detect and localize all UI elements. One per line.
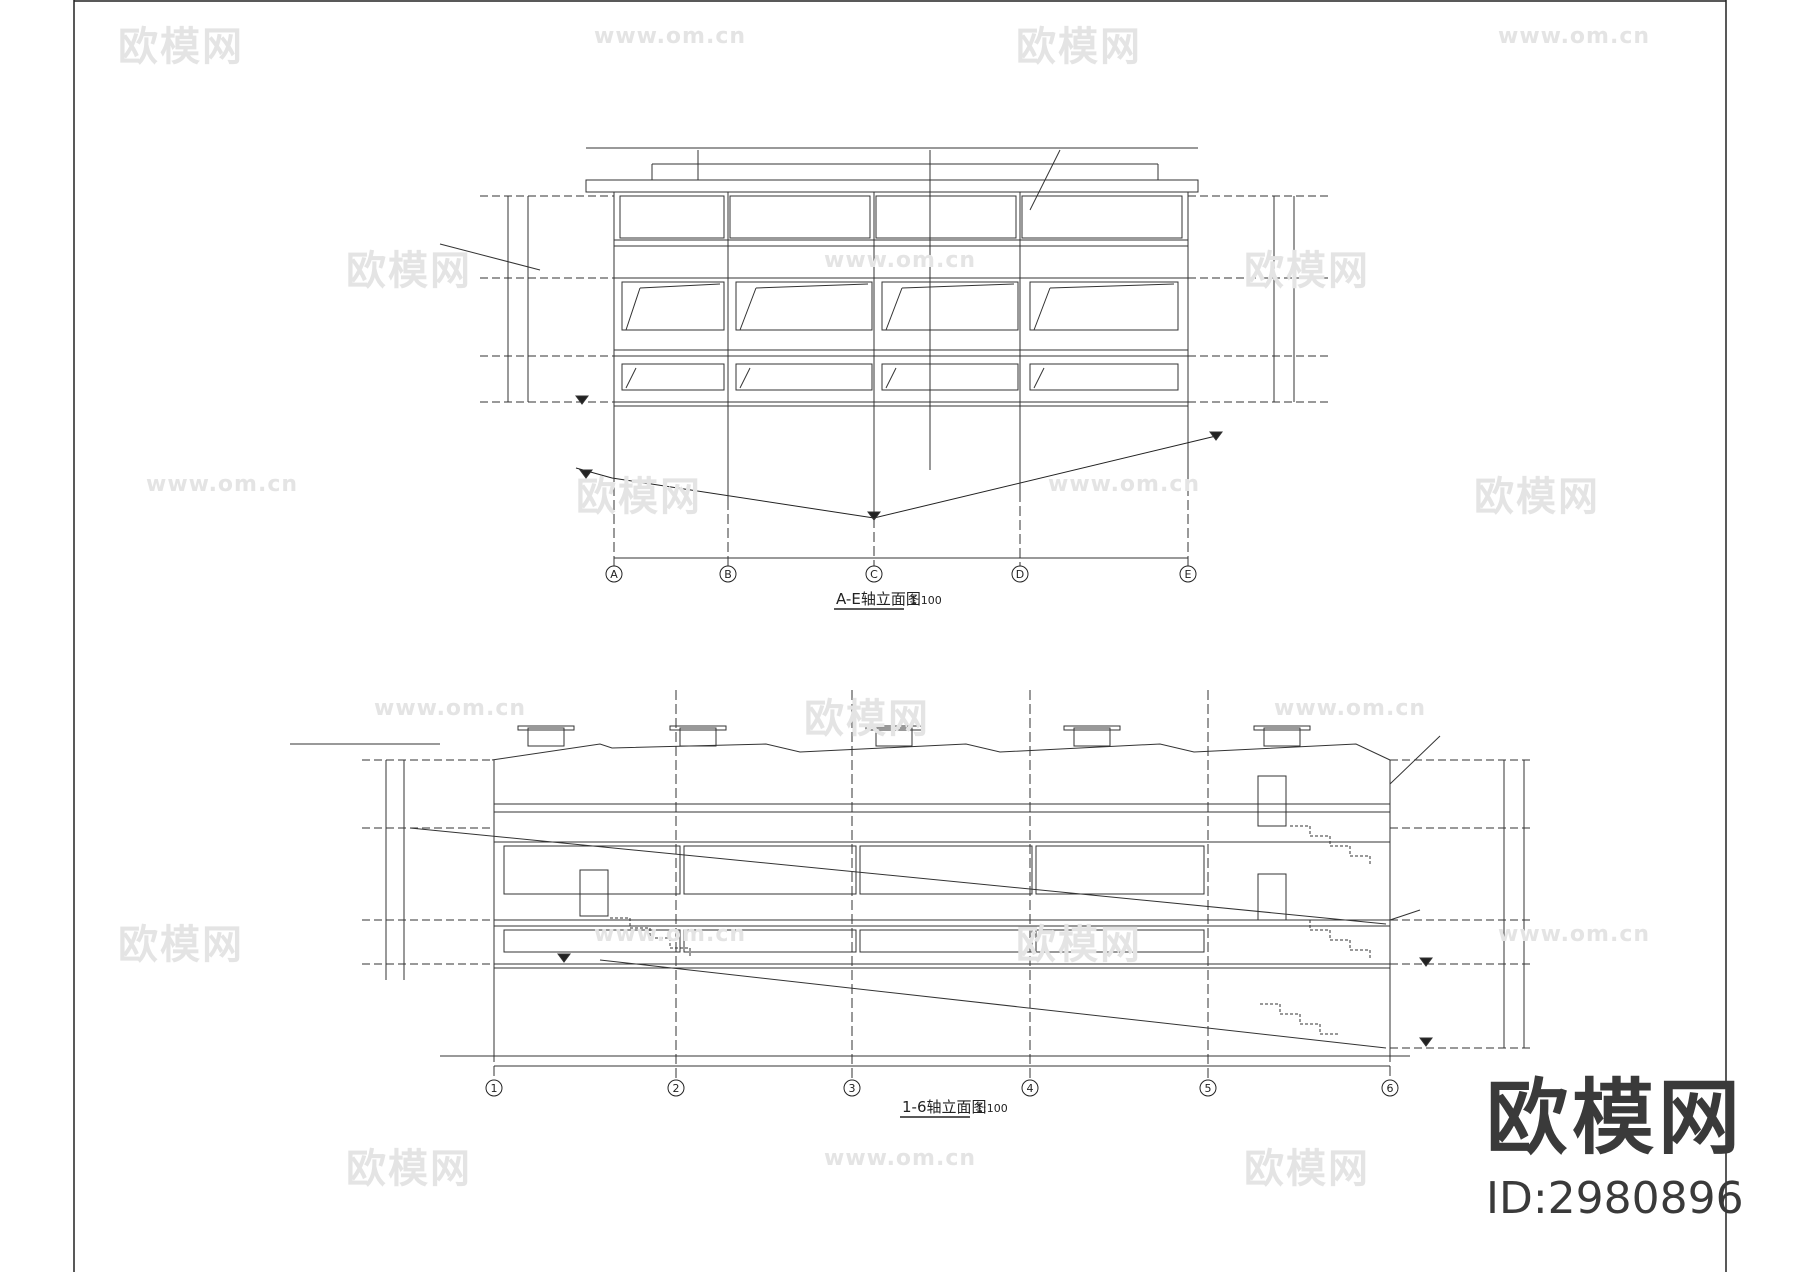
elevation-16-title: 1-6轴立面图 1:100 — [900, 1098, 1008, 1118]
axis-16-bubble-2 — [667, 1079, 685, 1097]
axis-16-label-5: 5 — [1205, 1082, 1212, 1095]
elevation-ae-scale-text: 1:100 — [910, 594, 942, 607]
axis-ae-bubble-E — [1179, 565, 1197, 583]
axis-16-label-4: 4 — [1027, 1082, 1034, 1095]
brand-logo: 欧模网 ID:2980896 — [1486, 1078, 1744, 1227]
axis-16-bubble-6 — [1381, 1079, 1399, 1097]
axis-ae-bubble-A — [605, 565, 623, 583]
elevation-16-scale-text: 1:100 — [976, 1102, 1008, 1115]
axis-16-bubble-5 — [1199, 1079, 1217, 1097]
axis-16-bubble-3 — [843, 1079, 861, 1097]
axis-ae-label-E: E — [1185, 568, 1192, 581]
axis-ae-label-C: C — [870, 568, 878, 581]
axis-16-label-2: 2 — [673, 1082, 680, 1095]
axis-ae-bubble-D — [1011, 565, 1029, 583]
axis-16-label-6: 6 — [1387, 1082, 1394, 1095]
axis-16-label-3: 3 — [849, 1082, 856, 1095]
axis-ae-bubble-B — [719, 565, 737, 583]
brand-id: ID:2980896 — [1485, 1173, 1744, 1224]
axis-ae-label-A: A — [610, 568, 618, 581]
elevation-ae-title-text: A-E轴立面图 — [836, 590, 921, 608]
sheet-frame — [73, 0, 1727, 1272]
elevation-16-drawing — [290, 690, 1530, 1090]
axis-16-label-1: 1 — [491, 1082, 498, 1095]
axis-bubbles-ae: A B C D E — [605, 565, 1197, 583]
axis-ae-label-B: B — [724, 568, 732, 581]
axis-16-bubble-1 — [485, 1079, 503, 1097]
axis-ae-label-D: D — [1016, 568, 1024, 581]
elevation-16-title-text: 1-6轴立面图 — [902, 1098, 987, 1116]
axis-bubbles-16: 1 2 3 4 5 6 — [485, 1079, 1399, 1097]
elevation-ae-title: A-E轴立面图 1:100 — [834, 590, 942, 610]
brand-name: 欧模网 — [1485, 1071, 1744, 1166]
axis-ae-bubble-C — [865, 565, 883, 583]
elevation-ae-drawing — [439, 147, 1330, 566]
axis-16-bubble-4 — [1021, 1079, 1039, 1097]
